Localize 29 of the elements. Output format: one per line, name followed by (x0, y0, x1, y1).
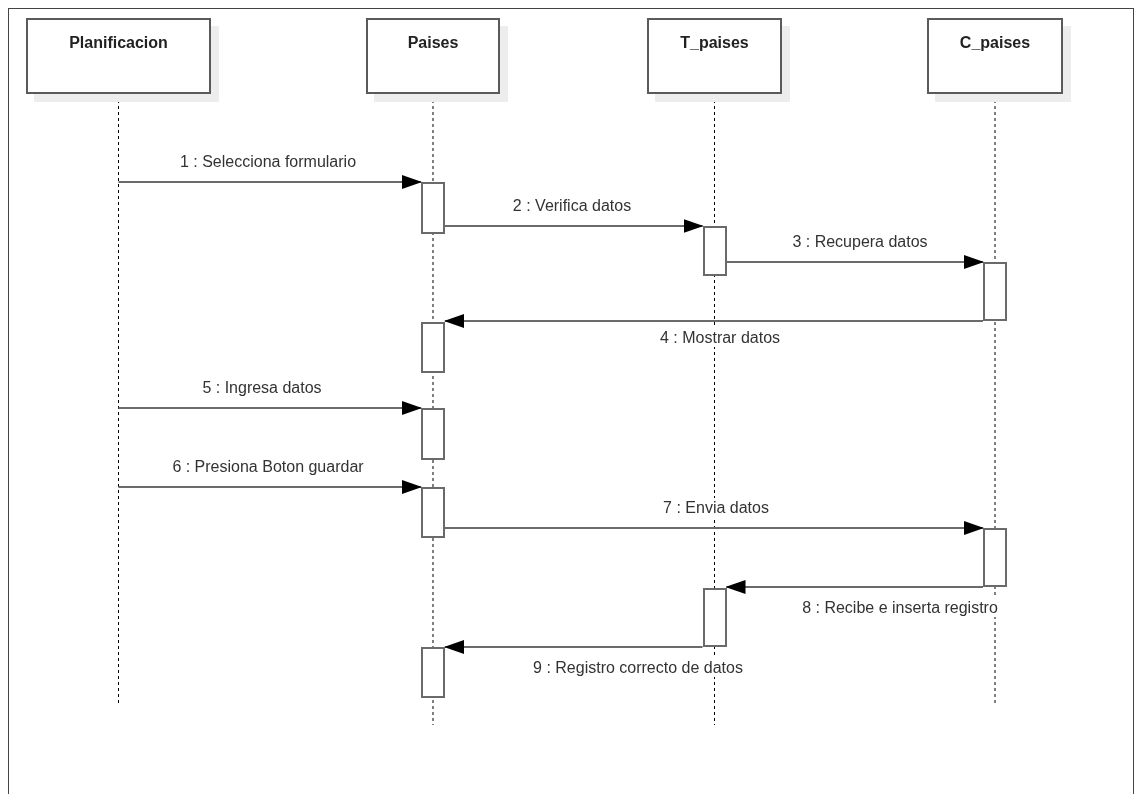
activation-bar (421, 487, 445, 538)
message-label: 5 : Ingresa datos (201, 378, 323, 397)
message-label: 8 : Recibe e inserta registro (801, 598, 999, 617)
message-arrow (725, 255, 984, 269)
activation-bar (983, 528, 1007, 587)
message-label: 4 : Mostrar datos (659, 328, 781, 347)
message-arrow (117, 175, 422, 189)
activation-bar (421, 408, 445, 460)
participant-name: T_paises (680, 34, 749, 53)
activation-bar (702, 226, 727, 276)
message-arrow (117, 401, 422, 415)
activation-bar (983, 262, 1007, 321)
message-arrow (444, 314, 984, 328)
activation-bar (421, 647, 445, 698)
participant-name: C_paises (959, 34, 1031, 53)
message-label: 7 : Envia datos (662, 498, 770, 517)
message-arrow (725, 580, 984, 594)
participant-name: Paises (407, 34, 459, 53)
message-arrow (117, 480, 422, 494)
message-arrow (444, 521, 984, 535)
message-label: 3 : Recupera datos (791, 232, 929, 251)
message-arrow (444, 219, 704, 233)
message-label: 9 : Registro correcto de datos (532, 658, 744, 677)
activation-bar (702, 588, 727, 647)
message-arrow (444, 640, 704, 654)
participant-name: Planificacion (69, 34, 168, 53)
activation-bar (421, 182, 445, 234)
message-label: 6 : Presiona Boton guardar (171, 457, 365, 476)
activation-bar (421, 322, 445, 373)
